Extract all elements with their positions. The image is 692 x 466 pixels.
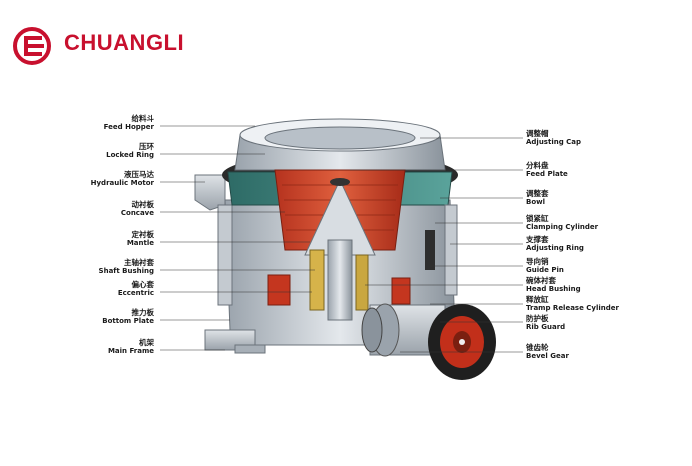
- leader-lines-left: [160, 125, 315, 351]
- eccentric: [309, 249, 325, 311]
- feed-plate: [330, 178, 350, 186]
- brand-logo-icon: [13, 27, 51, 65]
- bevel-gear: [361, 307, 383, 353]
- leader-lines-right: [350, 137, 523, 353]
- brand-name: CHUANGLI: [64, 30, 185, 55]
- shaft-bushing: [355, 254, 369, 311]
- main-shaft: [327, 239, 353, 321]
- clamping-cylinder: [425, 230, 435, 270]
